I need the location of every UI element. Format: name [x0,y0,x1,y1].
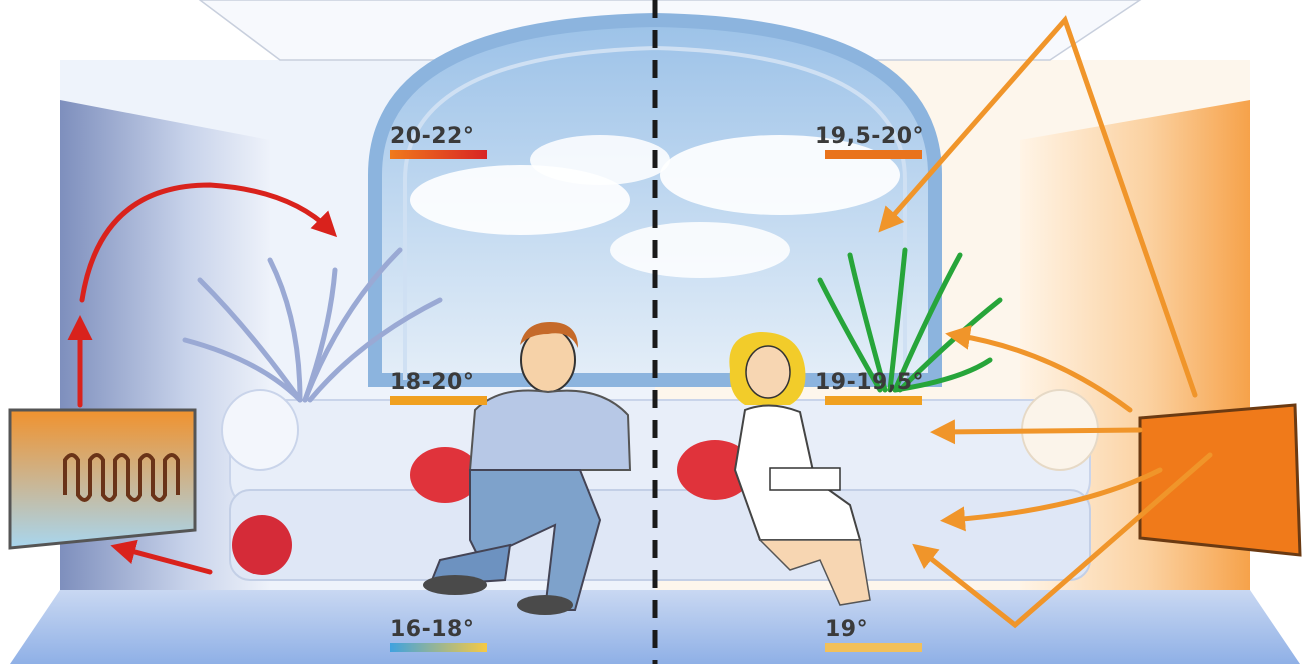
sofa [222,390,1098,580]
temp-bar-left-middle [390,396,487,405]
ball-ornament [232,515,292,575]
temp-bar-right-floor [825,643,922,652]
temp-label-right-ceiling: 19,5-20° [815,124,924,149]
temp-label-left-ceiling: 20-22° [390,124,474,149]
temp-bar-left-floor [390,643,487,652]
temp-bar-right-middle [825,396,922,405]
temp-label-right-middle: 19-19,5° [815,370,924,395]
temp-label-left-floor: 16-18° [390,617,474,642]
convector-heater [10,410,195,548]
temp-label-left-middle: 18-20° [390,370,474,395]
temp-bar-left-ceiling [390,150,487,159]
temp-bar-right-ceiling [825,150,922,159]
infrared-panel [1140,405,1300,555]
temp-label-right-floor: 19° [825,617,868,642]
